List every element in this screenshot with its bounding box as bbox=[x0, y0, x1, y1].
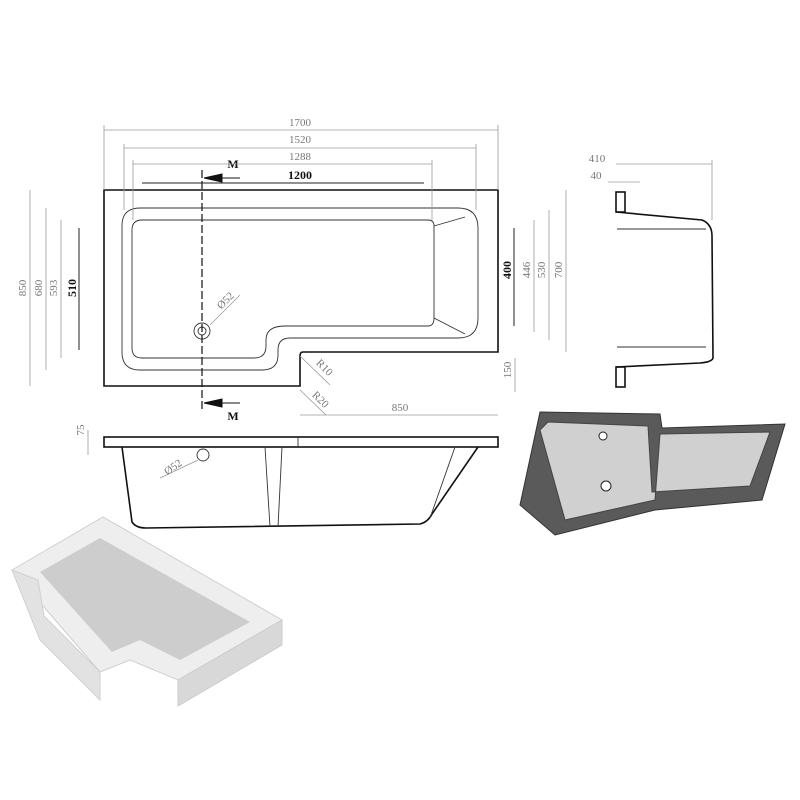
leader-line bbox=[209, 294, 241, 326]
waste-diameter-label: Ø52 bbox=[215, 290, 237, 312]
dim-680: 680 bbox=[33, 279, 45, 296]
dim-446: 446 bbox=[521, 261, 533, 278]
section-arrow-top bbox=[203, 173, 240, 183]
render-side bbox=[11, 569, 101, 702]
dim-593: 593 bbox=[48, 279, 60, 296]
leader-line bbox=[159, 459, 199, 479]
dim-40: 40 bbox=[591, 170, 603, 182]
plan-outline bbox=[103, 189, 499, 387]
render-basin bbox=[539, 421, 771, 521]
dim-850-width: 850 bbox=[392, 402, 409, 414]
dim-850-height: 850 bbox=[17, 279, 29, 296]
inner-line bbox=[277, 446, 283, 528]
rim-bottom bbox=[615, 366, 626, 388]
render-side bbox=[177, 619, 283, 707]
r20-label: R20 bbox=[309, 389, 331, 411]
slope-line bbox=[433, 317, 466, 335]
render-basin bbox=[40, 538, 250, 660]
section-arrow-bottom bbox=[203, 398, 240, 408]
basin-floor bbox=[131, 219, 435, 359]
render-underside bbox=[519, 411, 786, 536]
end-profile bbox=[615, 211, 714, 368]
r10-label: R10 bbox=[313, 357, 335, 379]
side-waste bbox=[196, 448, 210, 462]
dim-150: 150 bbox=[502, 361, 514, 378]
basin-rim bbox=[121, 207, 479, 371]
rim-top bbox=[615, 191, 626, 213]
inner-line bbox=[429, 446, 456, 519]
dim-410: 410 bbox=[589, 153, 606, 165]
section-marker-bottom: M bbox=[227, 409, 238, 423]
inner-line bbox=[264, 446, 271, 528]
dim-75: 75 bbox=[75, 424, 87, 436]
plan-view: M M 1700 1520 1288 1200 850 680 593 510 … bbox=[17, 117, 567, 423]
render-hole bbox=[598, 431, 608, 441]
leader-line bbox=[299, 355, 331, 386]
slope-line bbox=[433, 216, 466, 227]
render-top bbox=[11, 516, 284, 707]
side-waste-label: Ø52 bbox=[162, 457, 184, 478]
end-view: 410 40 bbox=[589, 153, 714, 388]
leader-line bbox=[299, 389, 327, 416]
side-view: Ø52 75 bbox=[75, 424, 499, 529]
render-hole bbox=[600, 480, 612, 492]
dim-530: 530 bbox=[536, 261, 548, 278]
dim-700: 700 bbox=[553, 261, 565, 278]
dim-510: 510 bbox=[65, 279, 79, 297]
dim-400: 400 bbox=[500, 261, 514, 279]
side-rim bbox=[103, 436, 499, 448]
dim-1700: 1700 bbox=[289, 117, 312, 129]
dim-1288: 1288 bbox=[289, 151, 312, 163]
dim-1200: 1200 bbox=[288, 168, 312, 182]
dim-1520: 1520 bbox=[289, 134, 312, 146]
